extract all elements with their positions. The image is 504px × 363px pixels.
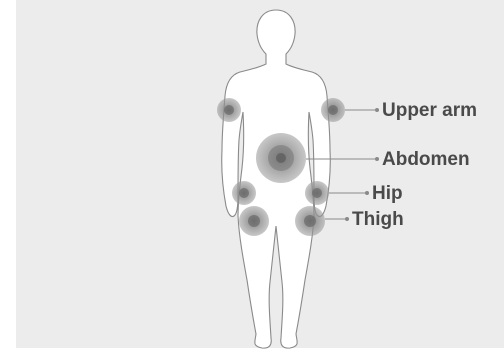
hip-label: Hip xyxy=(372,184,403,203)
upper-arm-label: Upper arm xyxy=(382,101,477,120)
upper-arm-right-marker-core xyxy=(328,105,338,115)
upper-arm-leader-dot xyxy=(375,108,379,112)
thigh-label: Thigh xyxy=(352,210,404,229)
hip-left-marker-core xyxy=(239,188,249,198)
abdomen-leader-dot xyxy=(375,157,379,161)
abdomen-label: Abdomen xyxy=(382,150,470,169)
upper-arm-left-marker-core xyxy=(224,105,234,115)
thigh-leader-dot xyxy=(345,217,349,221)
thigh-right-marker-core xyxy=(304,215,316,227)
hip-leader-dot xyxy=(365,191,369,195)
hip-right-marker-core xyxy=(312,188,322,198)
abdomen-marker-core xyxy=(276,153,286,163)
thigh-left-marker-core xyxy=(248,215,260,227)
